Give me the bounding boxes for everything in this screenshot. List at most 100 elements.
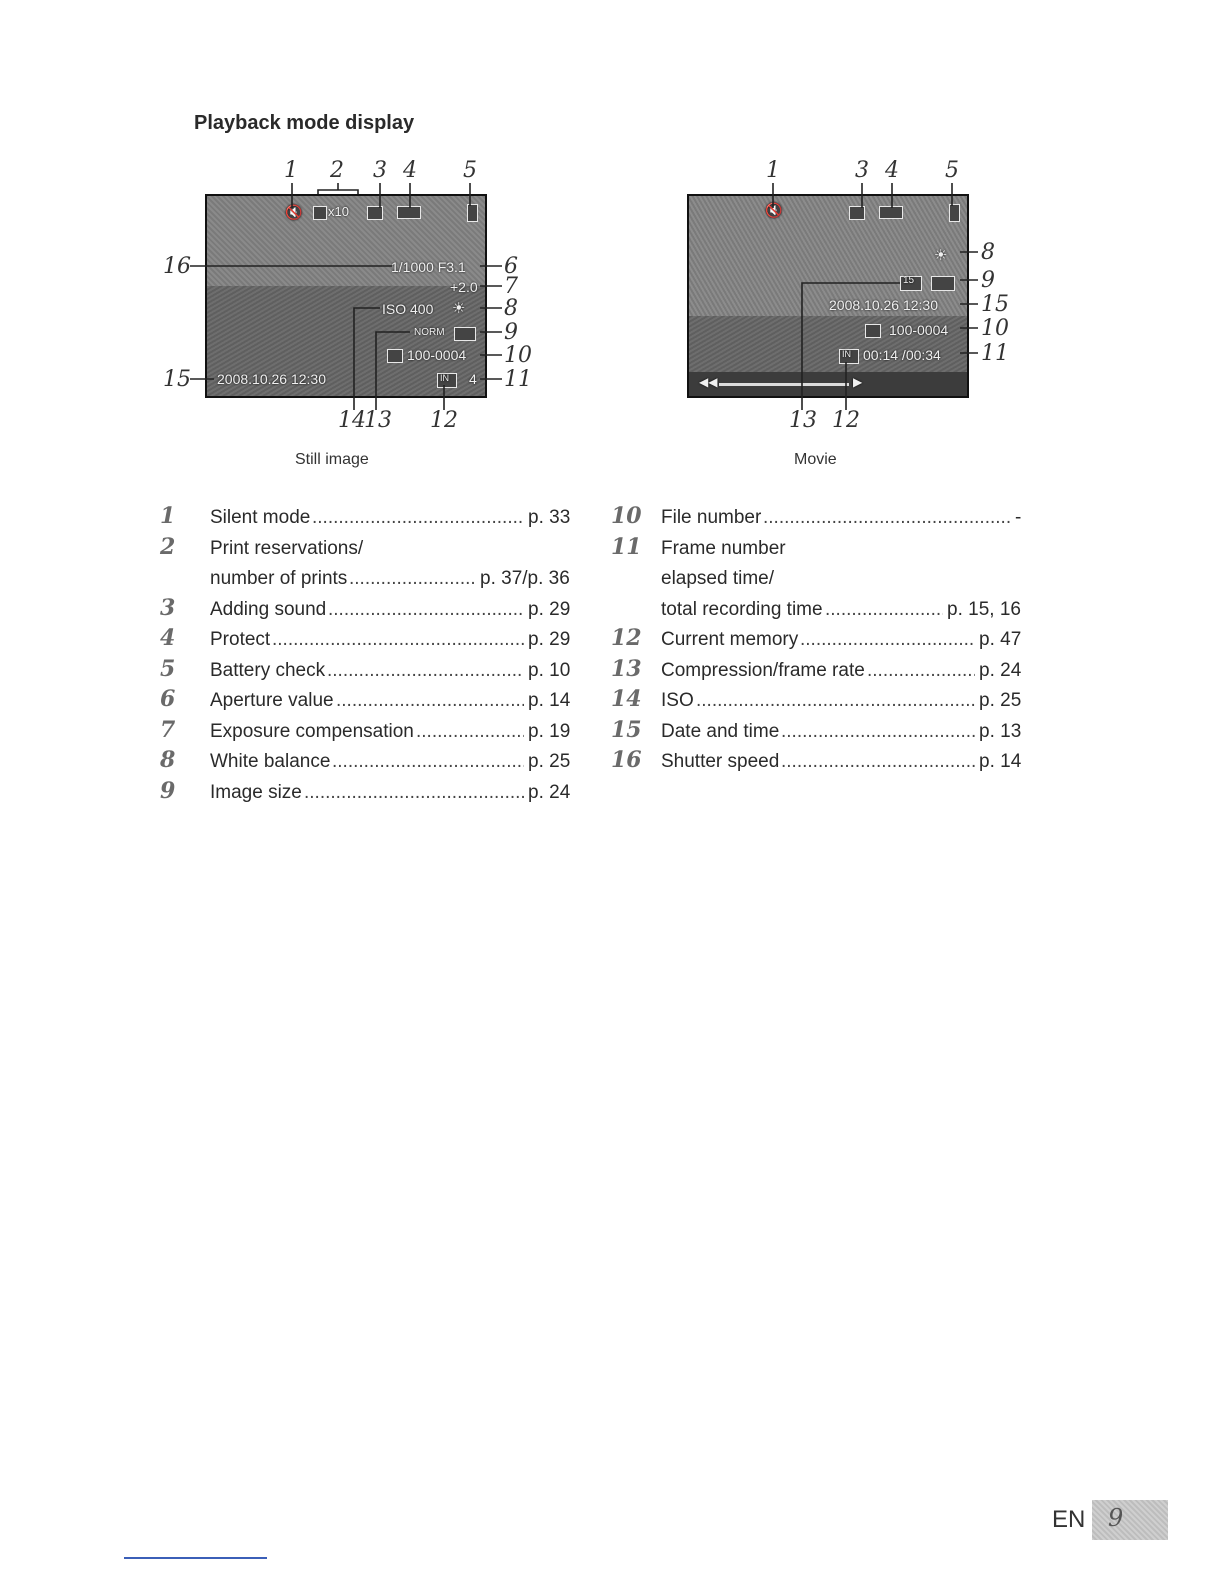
- still-lcd-screen: 🔇 x10 1/1000 F3.1 +2.0 ISO 400 ☀ NORM 10…: [205, 194, 487, 398]
- legend-label: Date and time: [661, 720, 780, 742]
- callout-2: 2: [330, 158, 344, 183]
- dot-leader: ........................................…: [332, 751, 524, 772]
- white-balance-icon: ☀: [934, 247, 948, 264]
- section-title: Playback mode display: [194, 112, 415, 134]
- sound-icon: [849, 206, 865, 220]
- callout-5: 5: [463, 158, 477, 183]
- legend-label: Print reservations/: [210, 537, 364, 559]
- legend-number: 15: [611, 716, 642, 743]
- movie-caption: Movie: [794, 451, 837, 468]
- rewind-icon: ◀◀: [699, 375, 718, 389]
- callout-3: 3: [855, 158, 869, 183]
- legend-page-ref: p. 47: [979, 629, 1022, 650]
- callout-7: 7: [504, 274, 518, 299]
- legend-number: 1: [160, 503, 176, 529]
- legend-label: Silent mode: [210, 507, 311, 528]
- footer-rule: [124, 1557, 267, 1559]
- dot-leader: ........................................…: [867, 659, 975, 681]
- dot-leader: ........................................…: [327, 659, 524, 681]
- legend-label: Protect: [210, 629, 271, 650]
- still-caption: Still image: [295, 451, 369, 468]
- datetime: 2008.10.26 12:30: [217, 371, 326, 387]
- dot-leader: ........................................…: [304, 781, 524, 803]
- callout-12: 12: [430, 408, 458, 433]
- legend-label: Compression/frame rate: [661, 659, 865, 681]
- page-number-badge: [1092, 1500, 1168, 1540]
- legend-number: 13: [611, 655, 642, 682]
- callout-15: 15: [981, 292, 1009, 317]
- dot-leader: ........................................…: [328, 598, 524, 620]
- legend-label: Aperture value: [210, 690, 334, 711]
- compression-label: NORM: [414, 327, 445, 338]
- memory-label: IN: [440, 373, 449, 383]
- legend-label: Exposure compensation: [210, 720, 414, 742]
- iso-value: ISO 400: [382, 301, 434, 317]
- exposure-value: +2.0: [450, 279, 478, 295]
- legend-page-ref: p. 37/p. 36: [480, 568, 570, 589]
- legend-page-ref: p. 29: [528, 629, 571, 650]
- battery-icon: [949, 204, 960, 222]
- legend-label: Battery check: [210, 659, 326, 681]
- compression-icon: [900, 276, 922, 291]
- silent-mode-icon: 🔇: [285, 204, 303, 220]
- legend-page-ref: p. 29: [528, 598, 571, 620]
- legend-page-ref: p. 24: [528, 781, 571, 803]
- file-number: 100-0004: [889, 322, 949, 338]
- legend-number: 5: [160, 655, 176, 682]
- silent-mode-icon: 🔇: [765, 202, 783, 218]
- callout-6: 6: [504, 254, 518, 279]
- callout-9: 9: [981, 268, 995, 293]
- white-balance-icon: ☀: [452, 300, 466, 317]
- frame-number: 4: [469, 371, 477, 387]
- dot-leader: ........................................…: [312, 507, 524, 528]
- dot-leader: ........................................…: [781, 720, 975, 742]
- callout-1: 1: [284, 158, 298, 183]
- print-reservation-icon: [313, 206, 327, 220]
- callout-14: 14: [338, 408, 366, 433]
- legend-number: 2: [160, 533, 176, 560]
- memory-label: IN: [842, 349, 851, 359]
- legend-page-ref: p. 14: [528, 690, 571, 711]
- legend-page-ref: p. 25: [528, 751, 571, 772]
- legend-page-ref: p. 15, 16: [947, 598, 1021, 620]
- callout-1: 1: [766, 158, 780, 183]
- battery-icon: [467, 204, 478, 222]
- legend-page-ref: p. 13: [979, 720, 1022, 742]
- legend-label: Image size: [210, 781, 302, 803]
- legend-label: Shutter speed: [661, 751, 780, 772]
- language-label: EN: [1052, 1506, 1086, 1533]
- page-number: 9: [1108, 1504, 1124, 1532]
- protect-icon: [879, 206, 903, 219]
- memory-icon: [437, 373, 457, 388]
- dot-leader: ........................................…: [416, 720, 524, 742]
- dot-leader: ........................................…: [781, 751, 975, 772]
- legend-label: total recording time: [661, 598, 823, 620]
- dot-leader: ........................................…: [696, 690, 975, 711]
- legend-number: 4: [160, 625, 176, 651]
- legend-label: Adding sound: [210, 598, 327, 620]
- legend-label: number of prints: [210, 568, 348, 589]
- callout-8: 8: [981, 240, 995, 265]
- legend-page-ref: p. 33: [528, 507, 571, 528]
- callout-4: 4: [885, 158, 899, 183]
- legend-number: 14: [611, 686, 642, 712]
- progress-track: [719, 383, 849, 386]
- callout-3: 3: [373, 158, 387, 183]
- legend-label: ISO: [661, 690, 694, 711]
- datetime: 2008.10.26 12:30: [829, 297, 938, 313]
- dot-leader: ........................................…: [825, 598, 943, 620]
- callout-10: 10: [504, 343, 532, 368]
- legend-number: 8: [160, 747, 176, 773]
- legend-number: 3: [160, 594, 176, 621]
- callout-12: 12: [832, 408, 860, 433]
- callout-16: 16: [163, 254, 191, 279]
- playback-bar: ◀◀ ▶: [689, 372, 967, 396]
- legend-label: White balance: [210, 751, 331, 772]
- print-count: x10: [328, 204, 349, 219]
- callout-13: 13: [789, 408, 817, 433]
- legend-label: Current memory: [661, 629, 799, 650]
- file-icon: [865, 324, 881, 338]
- legend-number: 11: [611, 533, 642, 560]
- file-number: 100-0004: [407, 347, 467, 363]
- sound-icon: [367, 206, 383, 220]
